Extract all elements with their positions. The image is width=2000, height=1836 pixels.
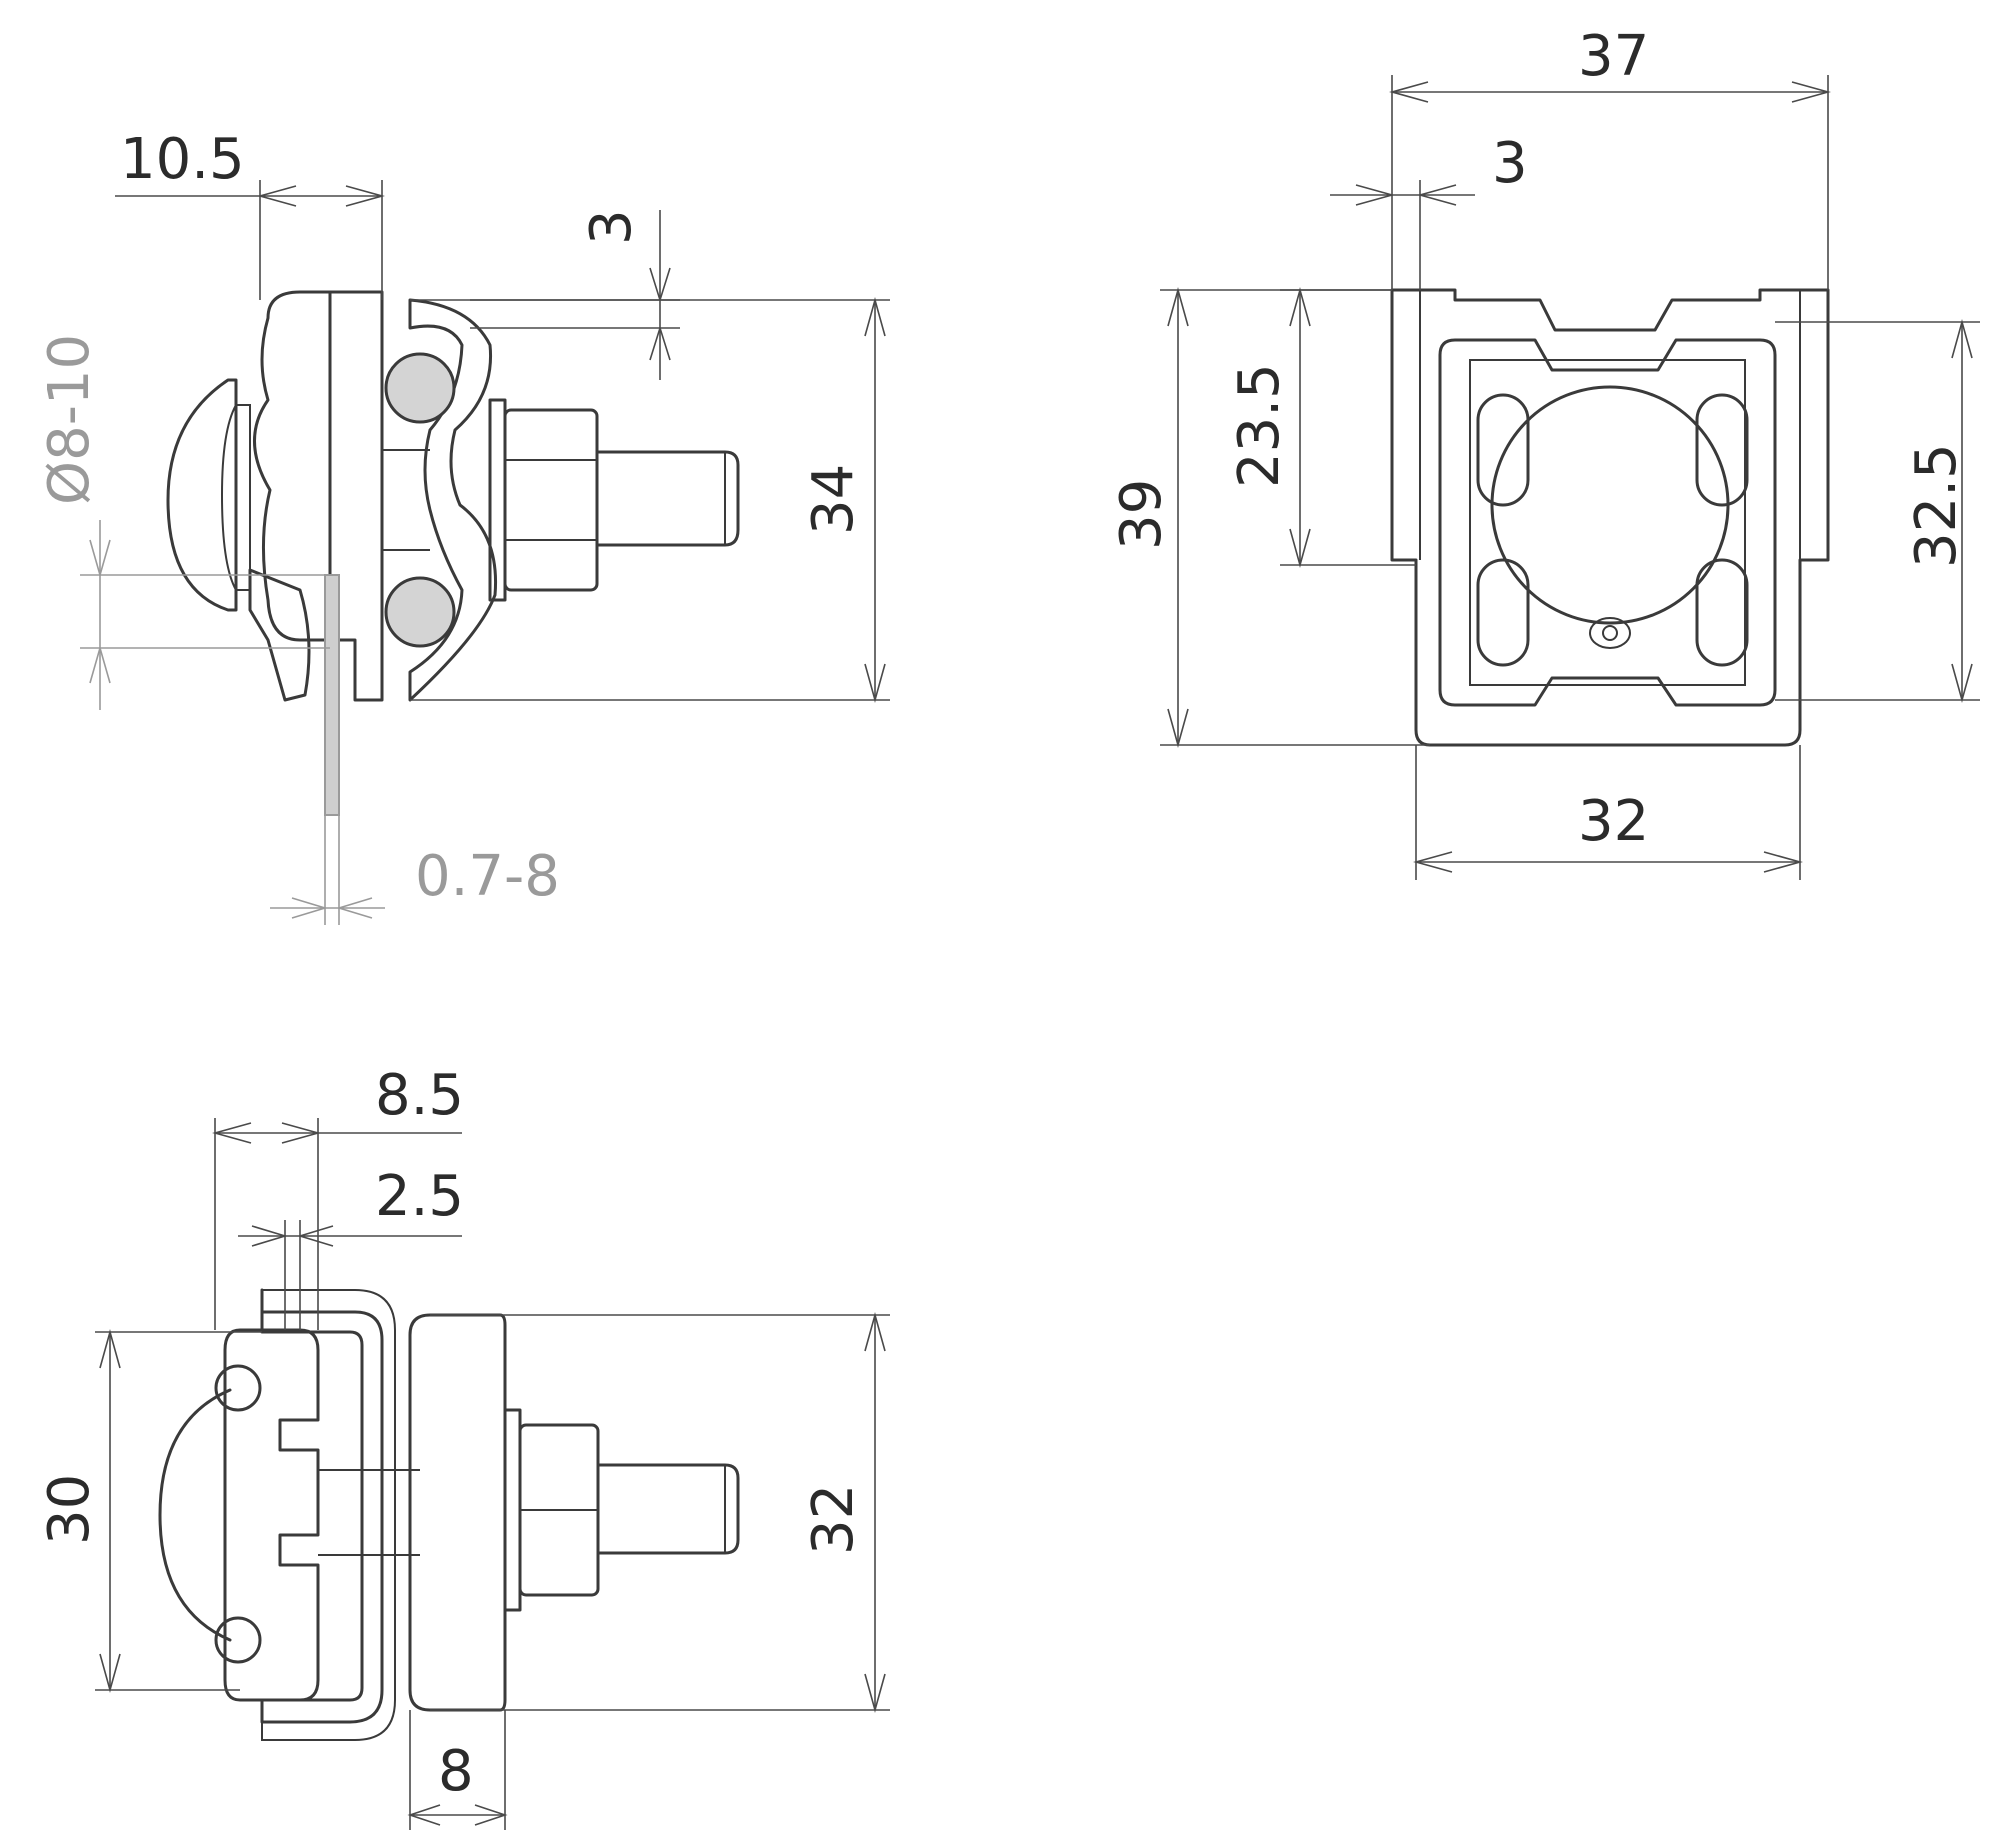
front-dim-8-arrow-a — [407, 1804, 441, 1826]
top-inner-plate-inset — [1469, 359, 1746, 686]
front-dim-2-5-arrow-a — [251, 1225, 288, 1247]
top-dim-23-5-arrow-a — [1289, 287, 1311, 327]
front-dim-32-arrow-a — [864, 1312, 886, 1352]
front-u-channel-back — [261, 1289, 396, 1741]
side-dim-dia-arrow-a — [89, 539, 111, 578]
front-dim-2-5-arrow-b — [297, 1225, 334, 1247]
front-label-8-5: 8.5 — [375, 1063, 464, 1128]
side-clamp-body — [253, 290, 384, 702]
top-slot-right-top — [1695, 393, 1749, 507]
side-conductor-top — [384, 352, 456, 424]
front-label-8: 8 — [438, 1739, 474, 1804]
front-dim-8-5-arrow-a — [212, 1122, 252, 1144]
front-label-30: 30 — [37, 1474, 102, 1545]
front-threaded-rod — [596, 1463, 740, 1555]
front-wavy-plate — [223, 1328, 320, 1702]
front-dome — [158, 1388, 232, 1642]
side-dome-washer — [220, 404, 251, 591]
side-washer — [488, 398, 507, 602]
front-dim-32-arrow-b — [864, 1673, 886, 1713]
top-inner-plate — [1438, 338, 1777, 707]
side-dim-10-5-arrow-b — [345, 185, 385, 207]
front-u-channel — [260, 1288, 384, 1724]
side-label-34: 34 — [801, 464, 866, 535]
front-dim-30-arrow-b — [99, 1653, 121, 1693]
side-dome-head — [166, 378, 238, 612]
side-view: 10.5 3 34 Ø8-10 0.7-8 — [37, 127, 890, 925]
top-dim-23-5-arrow-b — [1289, 528, 1311, 568]
top-outer-frame — [1390, 288, 1830, 747]
top-dim-3-arrow-a — [1355, 184, 1395, 206]
side-nut — [503, 408, 599, 592]
front-label-2-5: 2.5 — [375, 1164, 464, 1229]
top-label-32-5: 32.5 — [1904, 443, 1969, 568]
side-label-3: 3 — [579, 209, 644, 245]
front-dim-8-arrow-b — [474, 1804, 508, 1826]
top-dim-32-5-arrow-a — [1951, 319, 1973, 359]
side-label-10-5: 10.5 — [120, 127, 245, 192]
top-label-39: 39 — [1109, 479, 1174, 550]
front-washer — [503, 1408, 522, 1612]
top-dim-3-arrow-b — [1417, 184, 1457, 206]
front-dim-8-5-arrow-b — [281, 1122, 321, 1144]
side-dim-3-arrow-b — [649, 325, 671, 361]
top-dim-37-arrow-b — [1791, 81, 1831, 103]
side-label-strip: 0.7-8 — [415, 844, 560, 909]
top-slot-left-bottom — [1476, 558, 1530, 667]
side-conductor-bottom — [384, 576, 456, 648]
side-label-diameter: Ø8-10 — [37, 334, 102, 505]
side-dim-10-5-arrow-a — [257, 185, 297, 207]
side-dim-strip-arrow-b — [336, 897, 373, 919]
top-small-hole-inner — [1602, 625, 1618, 641]
top-dim-37-arrow-a — [1389, 81, 1429, 103]
front-bump-top — [214, 1364, 262, 1412]
top-label-32: 32 — [1578, 789, 1649, 854]
top-label-37: 37 — [1578, 24, 1649, 89]
top-label-3: 3 — [1492, 131, 1528, 196]
front-bump-bottom — [214, 1616, 262, 1664]
front-view: 8.5 2.5 30 32 8 — [37, 1063, 890, 1830]
front-block — [408, 1313, 507, 1712]
side-lever — [248, 568, 311, 702]
top-dim-39-arrow-b — [1167, 708, 1189, 748]
top-dim-39-arrow-a — [1167, 287, 1189, 327]
top-dim-32-5-arrow-b — [1951, 663, 1973, 703]
side-dim-strip-arrow-a — [291, 897, 328, 919]
side-dim-dia-arrow-b — [89, 645, 111, 684]
front-label-32: 32 — [801, 1484, 866, 1555]
top-slot-left-top — [1476, 393, 1530, 507]
top-dim-32-arrow-b — [1763, 851, 1803, 873]
top-small-hole — [1589, 617, 1631, 649]
top-round-nut — [1490, 385, 1730, 625]
top-slot-right-bottom — [1695, 558, 1749, 667]
top-label-23-5: 23.5 — [1227, 363, 1292, 488]
side-dim-34-arrow-a — [864, 297, 886, 337]
top-dim-32-arrow-a — [1413, 851, 1453, 873]
top-view: 37 3 39 23.5 32.5 32 — [1109, 24, 1980, 880]
side-dim-34-arrow-b — [864, 663, 886, 703]
side-grey-strip — [324, 574, 340, 816]
front-dim-30-arrow-a — [99, 1329, 121, 1369]
side-threaded-rod — [595, 450, 740, 547]
